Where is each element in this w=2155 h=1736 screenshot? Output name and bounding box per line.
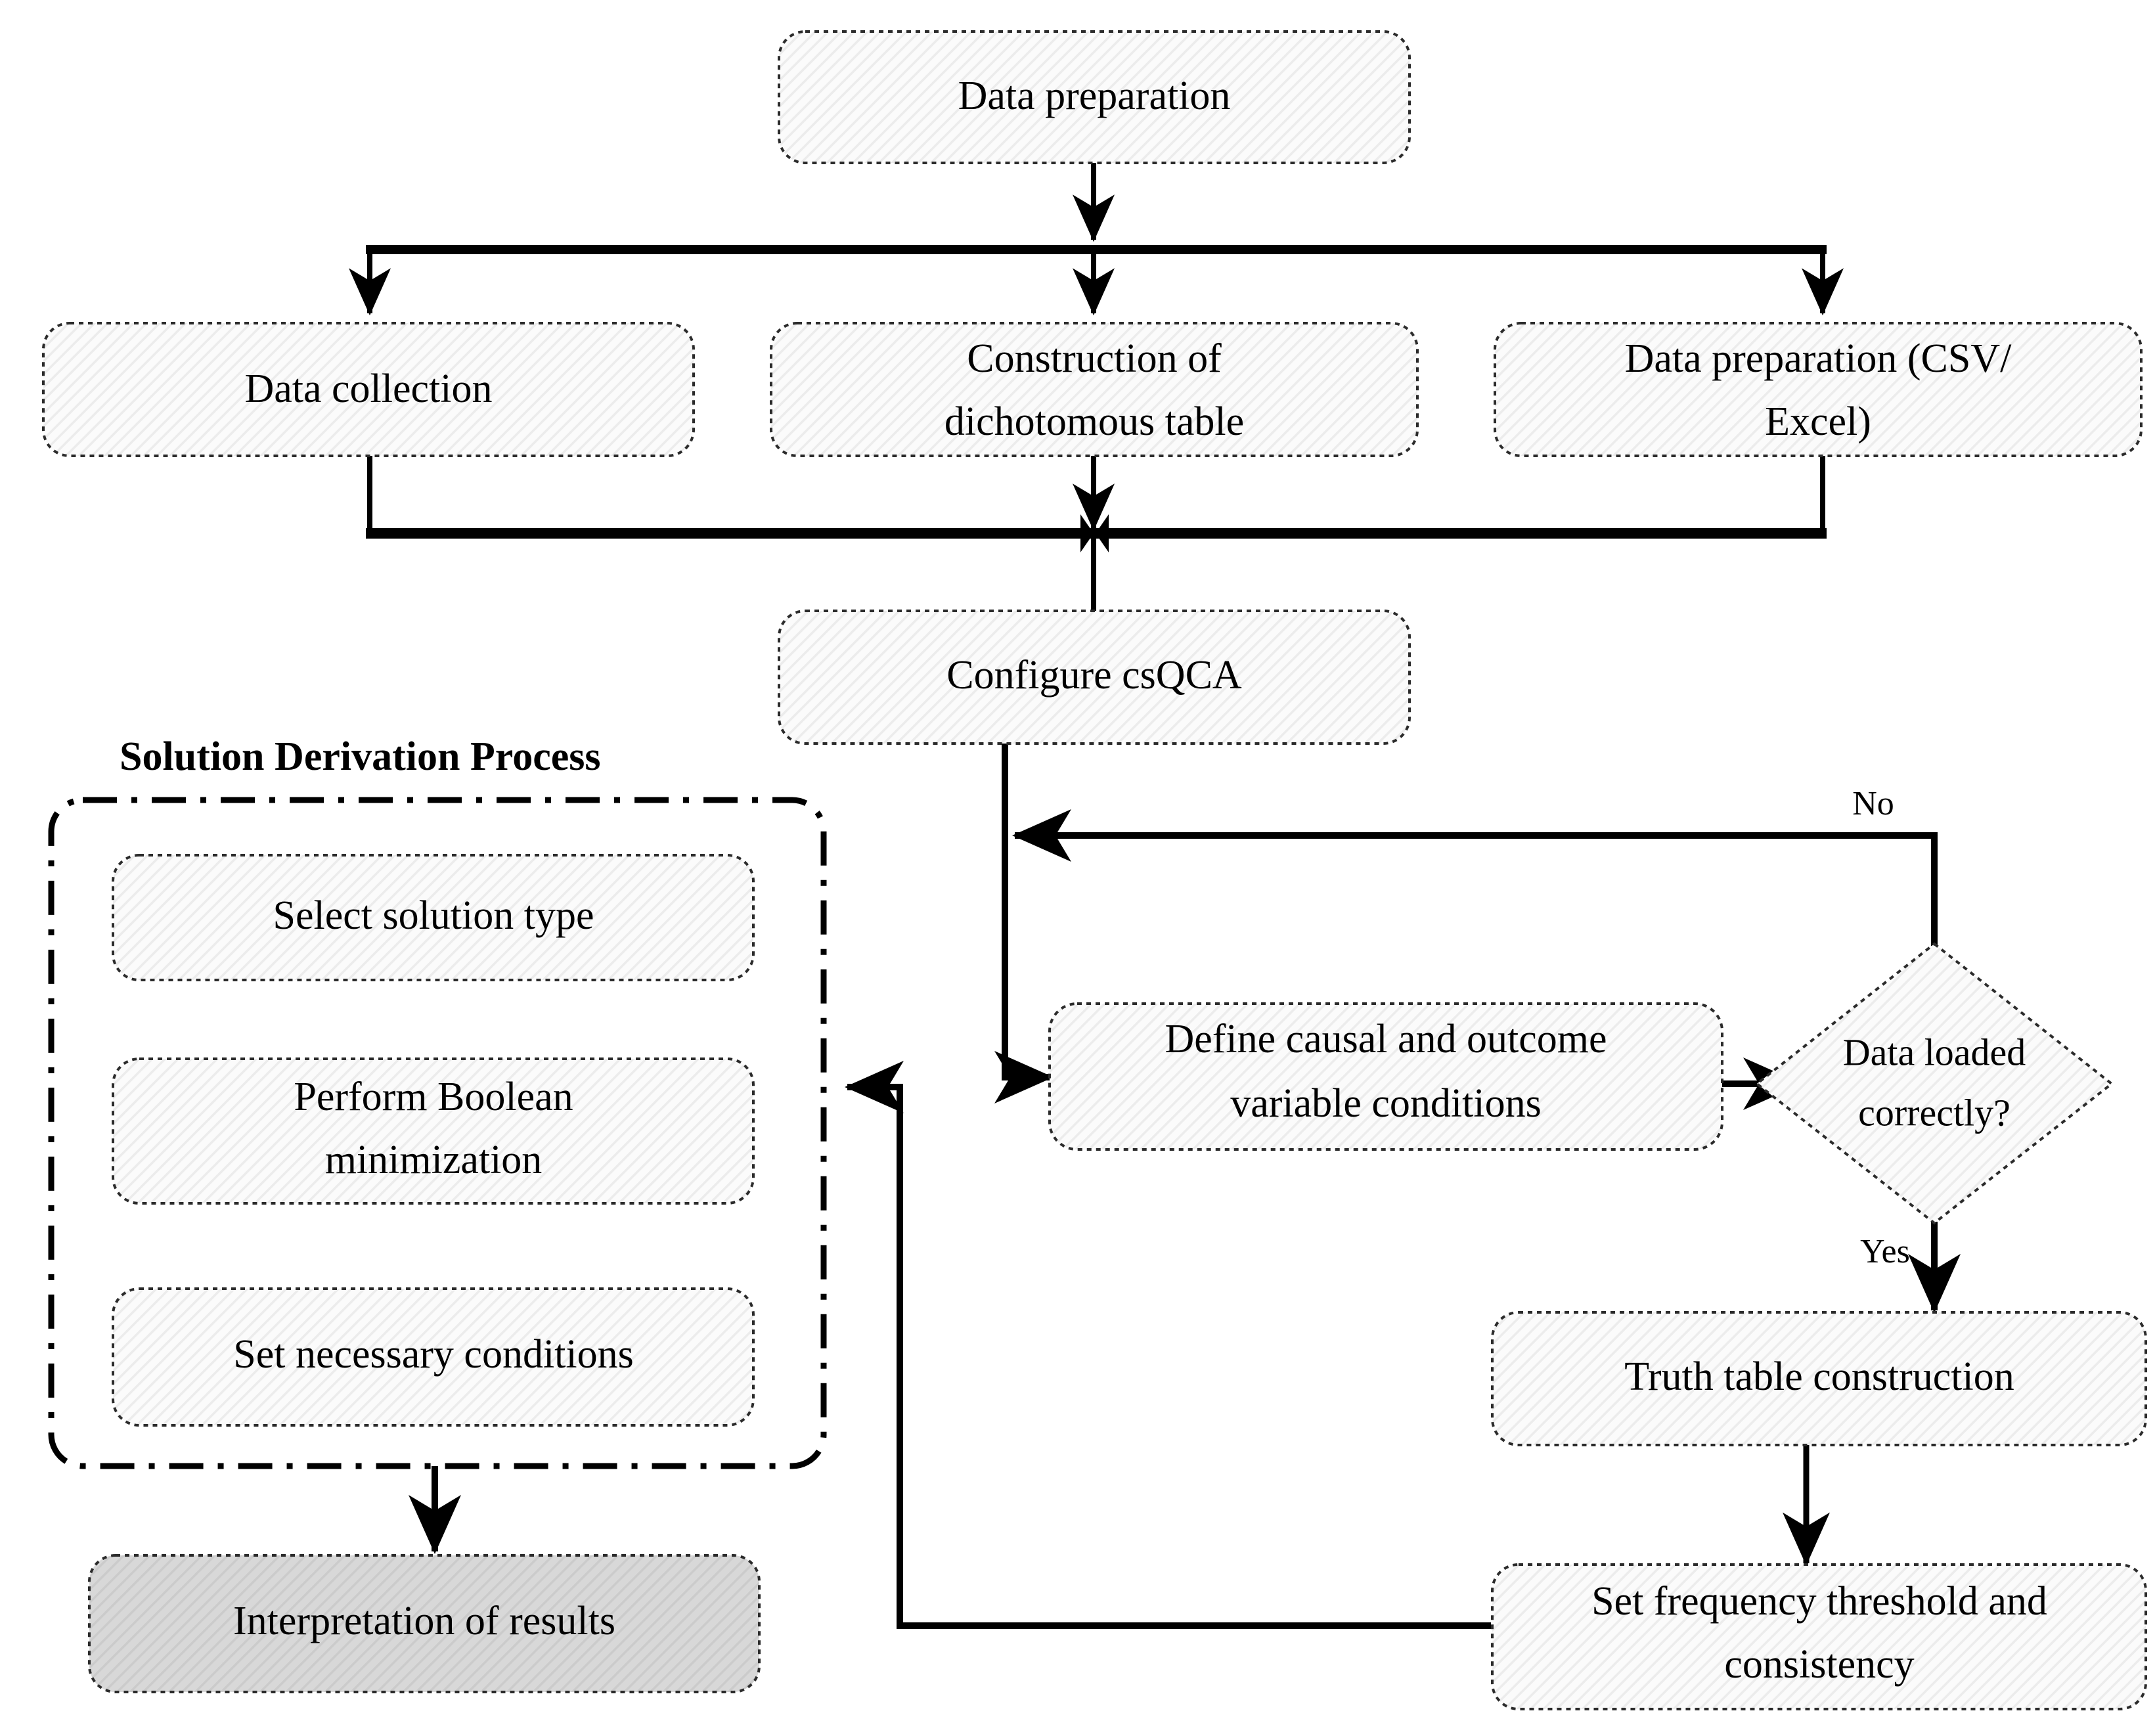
node-label-truth-table: Truth table construction [1624,1354,2014,1399]
node-configure-csqca[interactable]: Configure csQCA [778,610,1411,745]
merge-arrowhead-right [1096,514,1109,552]
node-data-loaded-decision[interactable]: Data loaded correctly? [1754,942,2114,1225]
node-label-configure-csqca: Configure csQCA [946,653,1242,698]
node-label-csv-line2: Excel) [1765,399,1871,444]
node-interpretation-results[interactable]: Interpretation of results [88,1554,761,1693]
node-label-boolean-line1: Perform Boolean [294,1075,573,1119]
node-label-boolean-line2: minimization [325,1138,543,1182]
node-label-decision-line1: Data loaded [1843,1031,2026,1073]
node-data-preparation[interactable]: Data preparation [778,30,1411,164]
node-select-solution-type[interactable]: Select solution type [112,854,755,981]
node-label-define-line1: Define causal and outcome [1165,1017,1607,1061]
edge-label-no: No [1852,785,1894,822]
section-title-solution-derivation: Solution Derivation Process [120,734,601,779]
node-dichotomous-table[interactable]: Construction of dichotomous table [770,322,1419,457]
edge-frequency-to-solution-group [845,1061,1491,1629]
node-label-frequency-line2: consistency [1724,1642,1914,1687]
node-define-conditions[interactable]: Define causal and outcome variable condi… [1048,1002,1723,1151]
node-label-define-line2: variable conditions [1230,1081,1541,1126]
node-label-frequency-line1: Set frequency threshold and [1591,1579,2047,1624]
edge-no-feedback [1012,809,1938,946]
node-label-decision-line2: correctly? [1858,1091,2011,1134]
node-label-necessary-conditions: Set necessary conditions [233,1332,634,1377]
node-label-select-solution-type: Select solution type [273,893,594,938]
node-label-dichotomous-line1: Construction of [967,336,1222,381]
solution-derivation-group-frame [48,797,827,1469]
edge-label-yes: Yes [1860,1233,1910,1270]
node-label-csv-line1: Data preparation (CSV/ [1625,336,2012,381]
node-label-data-collection: Data collection [245,367,493,411]
node-boolean-minimization[interactable]: Perform Boolean minimization [112,1057,755,1205]
edge-configure-to-define [994,742,1054,1103]
node-label-dichotomous-line2: dichotomous table [944,399,1244,444]
node-label-interpretation-results: Interpretation of results [233,1599,615,1643]
merge-arrowhead-left [1080,514,1094,552]
node-label-data-preparation: Data preparation [958,74,1231,118]
node-truth-table[interactable]: Truth table construction [1491,1311,2147,1446]
node-frequency-threshold[interactable]: Set frequency threshold and consistency [1491,1563,2147,1710]
node-necessary-conditions[interactable]: Set necessary conditions [112,1287,755,1427]
node-data-collection[interactable]: Data collection [42,322,695,457]
node-data-preparation-csv[interactable]: Data preparation (CSV/ Excel) [1494,322,2143,457]
